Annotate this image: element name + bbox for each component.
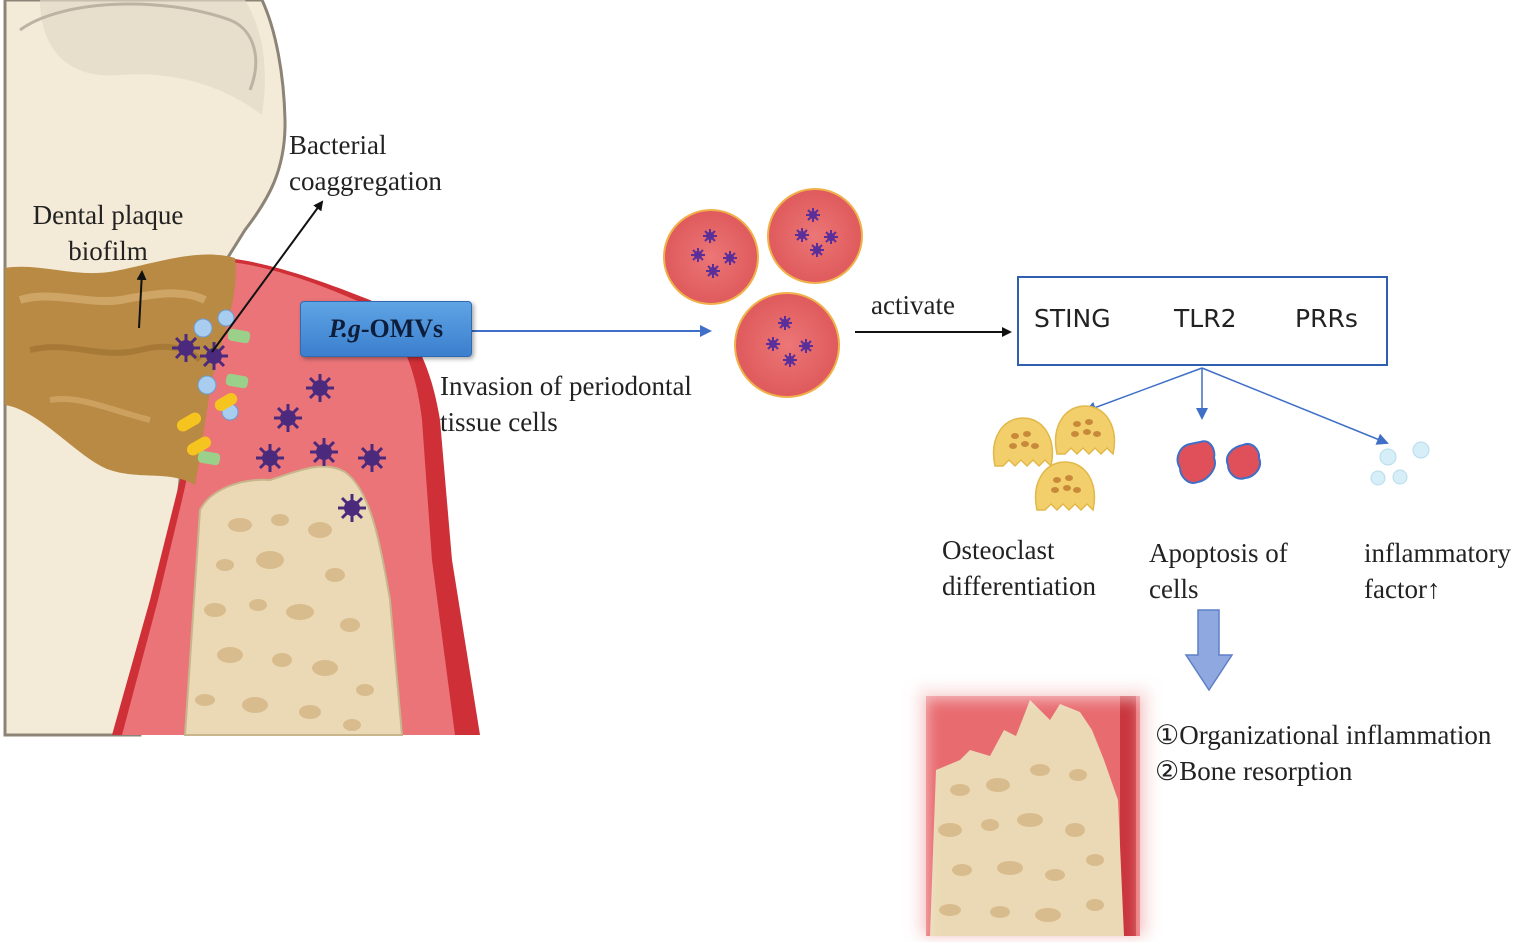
- activate-label: activate: [871, 290, 955, 320]
- apoptosis-line1: Apoptosis of: [1149, 538, 1288, 568]
- osteoclast-line1: Osteoclast: [942, 535, 1055, 565]
- dental-plaque-label: Dental plaque biofilm: [24, 197, 192, 269]
- infected-cell: [767, 188, 863, 284]
- osteoclast-label: Osteoclast differentiation: [942, 532, 1096, 604]
- pg-omvs-box: P.g-OMVs: [300, 301, 472, 357]
- outcome-inflammation: ①Organizational inflammation: [1155, 720, 1492, 750]
- apoptosis-line2: cells: [1149, 574, 1199, 604]
- receptor-prrs: PRRs: [1295, 304, 1358, 333]
- inflammatory-line1: inflammatory: [1364, 538, 1511, 568]
- invasion-label: Invasion of periodontal tissue cells: [440, 368, 692, 440]
- plaque-arrow: [136, 270, 147, 329]
- result-arrow: [1184, 609, 1234, 692]
- invasion-line2: tissue cells: [440, 407, 558, 437]
- coaggregation-line1: Bacterial: [289, 130, 387, 160]
- tooth-gum-illustration: [3, 0, 480, 737]
- receptor-box: STING TLR2 PRRs: [1017, 276, 1388, 366]
- apoptosis-label: Apoptosis of cells: [1149, 535, 1288, 607]
- plaque-bacteria: [170, 309, 251, 466]
- infected-cell: [663, 209, 759, 305]
- bone-resorption-illustration: [905, 680, 1160, 942]
- branch-arrow-osteoclast: [1084, 367, 1203, 414]
- receptor-tlr2: TLR2: [1174, 304, 1237, 333]
- coaggregation-arrow: [211, 200, 324, 353]
- osteoclast-line2: differentiation: [942, 571, 1096, 601]
- infected-cell: [734, 292, 840, 398]
- receptor-sting: STING: [1034, 304, 1111, 333]
- osteoclast-cells: [992, 405, 1116, 511]
- branch-arrow-inflammatory: [1201, 367, 1389, 445]
- inflammatory-line2: factor↑: [1364, 574, 1441, 604]
- inflammatory-label: inflammatory factor↑: [1364, 535, 1511, 607]
- pg-label: P.g: [328, 314, 361, 343]
- outcome-bone-resorption: ②Bone resorption: [1155, 756, 1353, 786]
- outcomes-list: ①Organizational inflammation ②Bone resor…: [1155, 717, 1491, 789]
- dental-plaque-line1: Dental plaque: [32, 200, 184, 230]
- dental-plaque-line2: biofilm: [68, 236, 148, 266]
- invasion-line1: Invasion of periodontal: [440, 371, 692, 401]
- apoptotic-cells: [1176, 440, 1261, 484]
- inflammatory-factors: [1370, 441, 1430, 486]
- coaggregation-line2: coaggregation: [289, 166, 442, 196]
- bacterial-coaggregation-label: Bacterial coaggregation: [289, 127, 442, 199]
- infected-cells: [663, 188, 863, 398]
- omvs-label: -OMVs: [360, 314, 444, 343]
